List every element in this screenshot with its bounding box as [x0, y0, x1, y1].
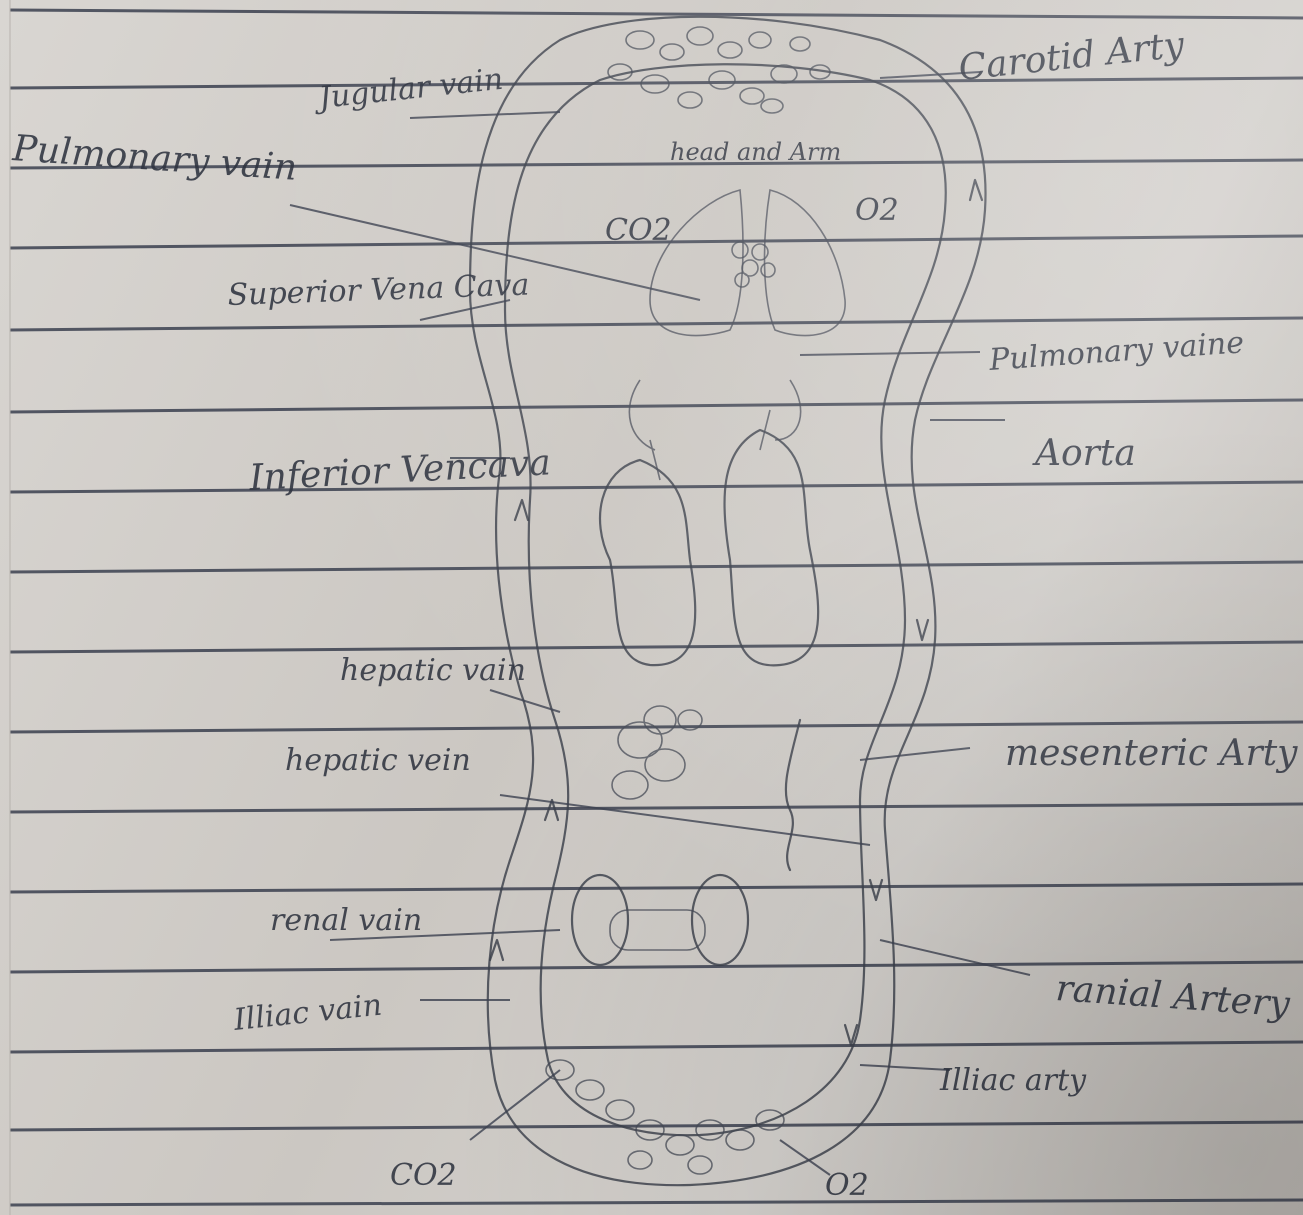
outer-circulation-loop	[470, 17, 986, 1185]
label-pulmonary-vein-right: Pulmonary vaine	[987, 325, 1245, 378]
left-lung	[650, 190, 743, 336]
label-renal-artery: ranial Artery	[1054, 968, 1291, 1025]
left-kidney	[572, 875, 628, 965]
label-co2-top: CO2	[605, 213, 672, 248]
heart-right-chamber	[724, 430, 818, 665]
label-head-and-arm: head and Arm	[670, 138, 841, 166]
label-co2-bottom: CO2	[390, 1158, 457, 1193]
label-jugular-vein: Jugular vain	[311, 62, 505, 117]
label-pulmonary-vein-left: Pulmonary vain	[10, 128, 298, 189]
right-kidney	[692, 875, 748, 965]
label-hepatic-vein: hepatic vain	[340, 653, 526, 688]
label-hepatic-vein-2: hepatic vein	[285, 743, 471, 778]
heart-left-chamber	[600, 460, 695, 665]
intestine	[786, 720, 800, 870]
label-o2-top: O2	[855, 193, 899, 228]
liver-capillaries	[612, 706, 702, 799]
label-inferior-vena-cava: Inferior Vencava	[247, 442, 551, 499]
lower-body-capillaries	[546, 1060, 784, 1174]
label-mesenteric-artery: mesenteric Arty	[1005, 733, 1298, 774]
label-carotid-artery: Carotid Arty	[957, 24, 1187, 89]
lung-capillaries	[732, 242, 775, 287]
label-aorta: Aorta	[1032, 433, 1136, 474]
label-illiac-artery: Illiac arty	[939, 1063, 1087, 1098]
right-lung	[765, 190, 846, 336]
label-illiac-vein: Illiac vain	[231, 988, 383, 1038]
label-renal-vein: renal vain	[270, 903, 422, 938]
label-o2-bottom: O2	[825, 1168, 869, 1203]
flow-arrows	[490, 180, 982, 1045]
